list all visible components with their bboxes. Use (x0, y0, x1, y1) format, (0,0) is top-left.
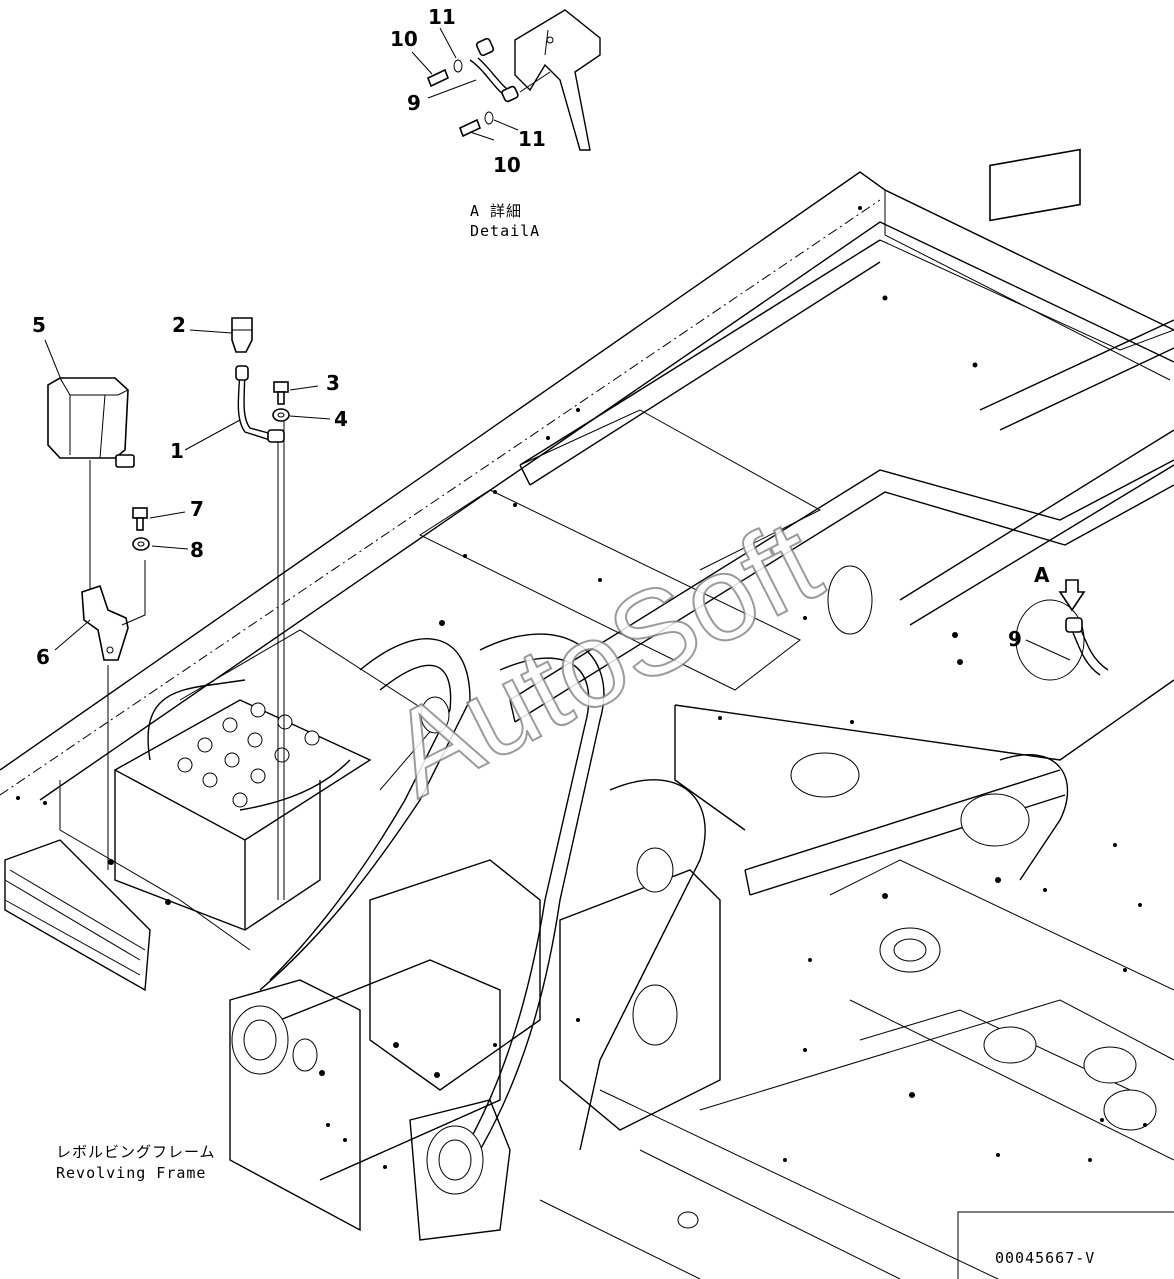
detail-a-drawing (411, 9, 601, 151)
watermark: AutoSoft (369, 494, 840, 822)
callout-11-bottom: 11 (518, 127, 546, 151)
title-block-frame (957, 1211, 1174, 1279)
callout-7: 7 (190, 497, 204, 521)
detail-a-title-en: DetailA (470, 222, 540, 240)
callout-10-bottom: 10 (493, 153, 521, 177)
detail-a-marker (1025, 579, 1109, 676)
callout-2: 2 (172, 313, 186, 337)
callout-10-top: 10 (390, 27, 418, 51)
callout-9-detail: 9 (407, 91, 421, 115)
frame-label-en: Revolving Frame (56, 1164, 206, 1182)
callout-4: 4 (334, 407, 348, 431)
callout-11-top: 11 (428, 5, 456, 29)
callout-3: 3 (326, 371, 340, 395)
drawing-number: 00045667-V (995, 1249, 1095, 1267)
callout-1: 1 (170, 439, 184, 463)
exploded-parts (44, 317, 331, 900)
view-marker-a: A (1034, 563, 1050, 587)
callout-8: 8 (190, 538, 204, 562)
frame-label-ja: レボルビングフレーム (56, 1143, 216, 1161)
revolving-frame-drawing (0, 148, 1174, 1279)
detail-a-title-ja: A 詳細 (470, 202, 522, 220)
callout-6: 6 (36, 645, 50, 669)
callout-9-main: 9 (1008, 627, 1022, 651)
callout-5: 5 (32, 313, 46, 337)
